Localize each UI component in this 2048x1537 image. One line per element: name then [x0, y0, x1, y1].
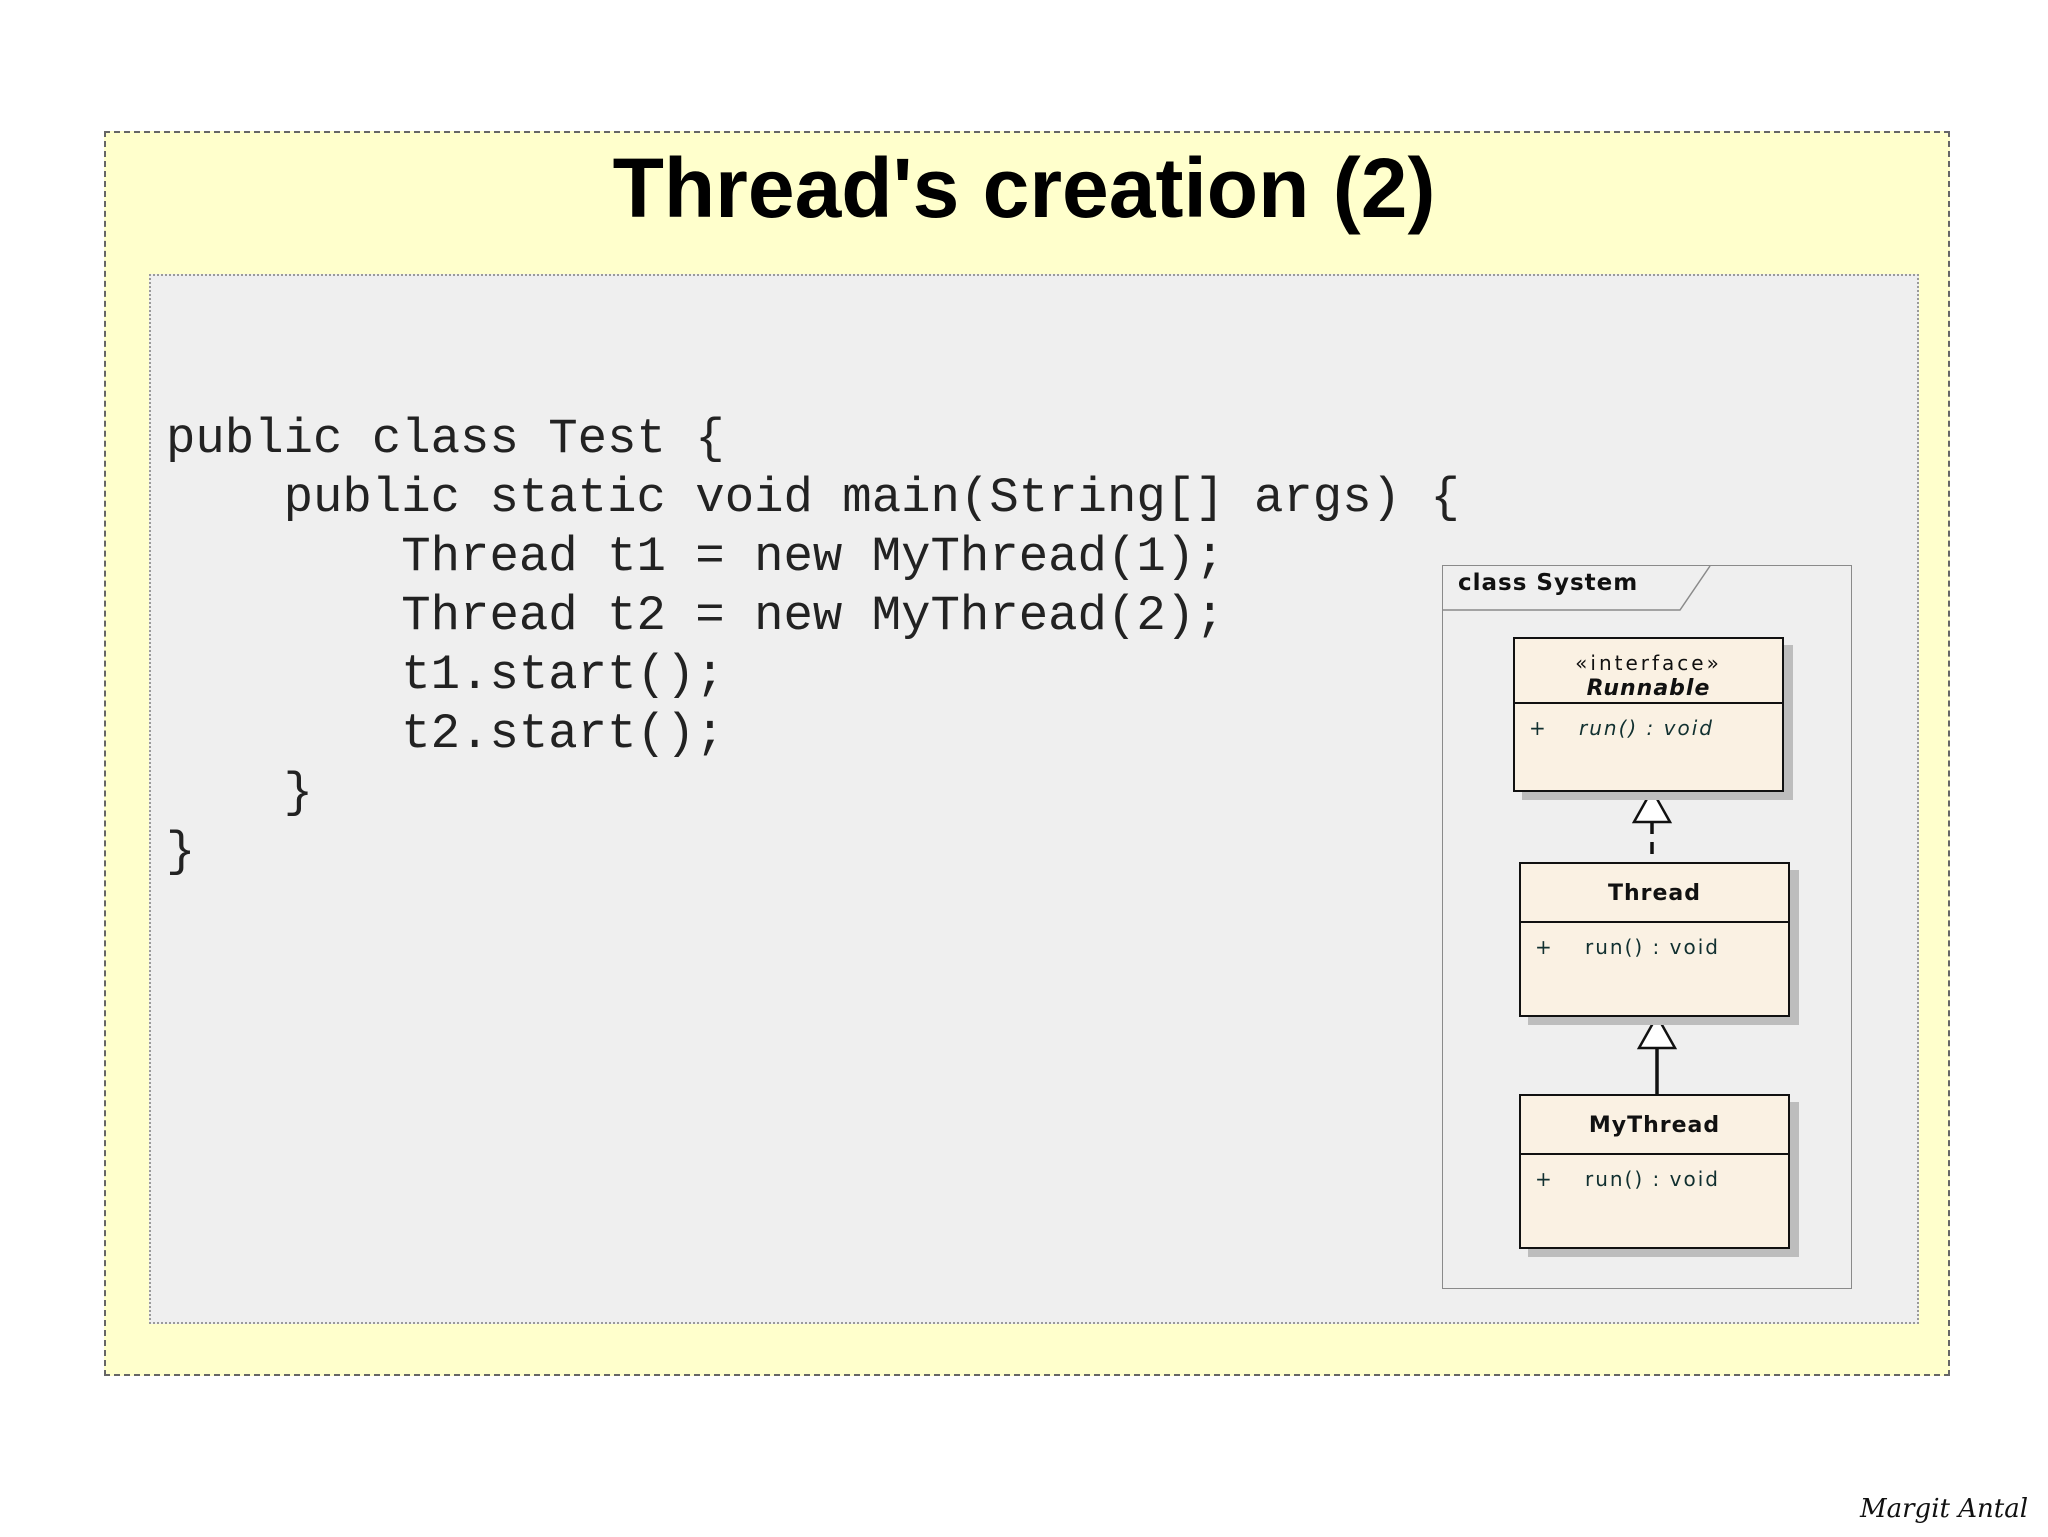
- realization-arrowhead: [1631, 787, 1673, 824]
- uml-class-thread: Thread + run() : void: [1519, 862, 1790, 1017]
- uml-operation-visibility: +: [1529, 716, 1548, 740]
- uml-stereotype: «interface»: [1575, 651, 1722, 675]
- code-line: t1.start();: [166, 647, 725, 703]
- code-line: Thread t1 = new MyThread(1);: [166, 529, 1225, 585]
- uml-class-name: MyThread: [1588, 1113, 1721, 1138]
- generalization-arrowhead: [1636, 1013, 1678, 1050]
- code-line: t2.start();: [166, 706, 725, 762]
- uml-operation-signature: run() : void: [1585, 1167, 1720, 1191]
- uml-operation: + run() : void: [1521, 923, 1788, 963]
- uml-frame-tab: [1442, 565, 1711, 611]
- uml-class-mythread: MyThread + run() : void: [1519, 1094, 1790, 1249]
- author-signature: Margit Antal: [1860, 1494, 2029, 1524]
- code-line: }: [166, 824, 196, 880]
- uml-operation: + run() : void: [1521, 1155, 1788, 1195]
- uml-class-header: MyThread: [1521, 1096, 1788, 1155]
- uml-operation-signature: run() : void: [1579, 716, 1714, 740]
- uml-operation-visibility: +: [1535, 935, 1554, 959]
- code-line: Thread t2 = new MyThread(2);: [166, 588, 1225, 644]
- uml-operation: + run() : void: [1515, 704, 1782, 744]
- uml-frame-label: class System: [1458, 570, 1639, 596]
- code-line: }: [166, 765, 314, 821]
- uml-operation-signature: run() : void: [1585, 935, 1720, 959]
- uml-class-runnable: «interface» Runnable + run() : void: [1513, 637, 1784, 792]
- code-line: public class Test {: [166, 411, 725, 467]
- uml-class-name: Thread: [1607, 881, 1702, 906]
- uml-class-header: «interface» Runnable: [1515, 639, 1782, 704]
- code-line: public static void main(String[] args) {: [166, 470, 1460, 526]
- code-block: public class Test { public static void m…: [166, 410, 1460, 882]
- uml-class-name: Runnable: [1586, 676, 1711, 701]
- uml-operation-visibility: +: [1535, 1167, 1554, 1191]
- slide-title: Thread's creation (2): [612, 141, 1436, 235]
- uml-class-header: Thread: [1521, 864, 1788, 923]
